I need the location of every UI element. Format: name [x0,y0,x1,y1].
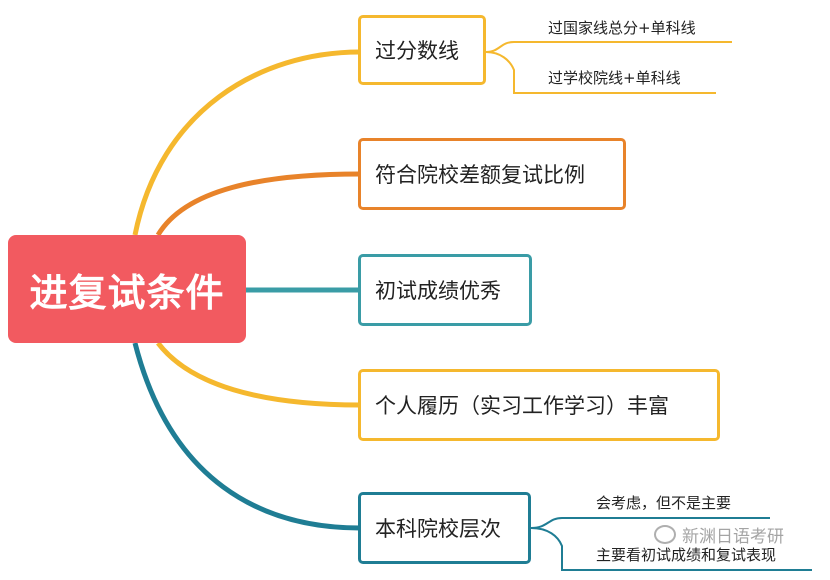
link-root-to-branch-1 [132,49,361,236]
sub-node-national-line[interactable]: 过国家线总分+单科线 [548,19,696,37]
link-branch-5-sub-2 [530,527,812,571]
branch-node-personal-resume[interactable]: 个人履历（实习工作学习）丰富 [358,369,720,441]
sub-node-mainly-scores[interactable]: 主要看初试成绩和复试表现 [596,546,777,564]
branch-node-initial-exam-excellent[interactable]: 初试成绩优秀 [358,254,532,326]
branch-node-undergrad-level[interactable]: 本科院校层次 [358,492,531,564]
wechat-icon [654,525,676,544]
link-root-to-branch-5 [132,342,361,531]
sub-node-school-line[interactable]: 过学校院线+单科线 [548,69,681,87]
link-root-to-branch-4 [156,341,361,408]
watermark: 新渊日语考研 [654,522,784,547]
link-branch-1-sub-2 [485,51,716,94]
sub-node-considered-not-main[interactable]: 会考虑，但不是主要 [596,494,732,512]
branch-node-score-line[interactable]: 过分数线 [358,15,486,85]
link-root-to-branch-2 [155,171,361,237]
root-node[interactable]: 进复试条件 [8,235,246,343]
watermark-text: 新渊日语考研 [682,527,784,547]
link-branch-1-sub-1 [485,41,732,53]
branch-node-retest-ratio[interactable]: 符合院校差额复试比例 [358,138,626,210]
